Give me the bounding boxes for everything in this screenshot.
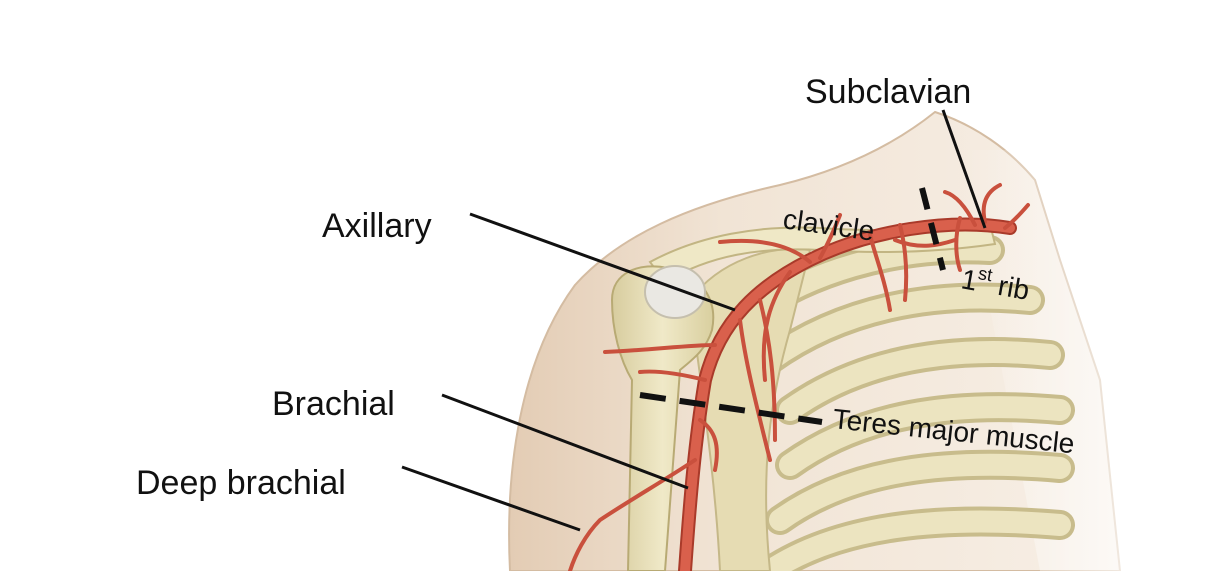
clavicle-bone — [648, 222, 997, 284]
first-rib-superscript: st — [977, 263, 994, 285]
leader-lines — [401, 109, 987, 532]
subclavian-label: Subclavian — [805, 73, 971, 111]
arteries — [568, 183, 1030, 571]
brachial-label: Brachial — [272, 385, 395, 423]
deep-brachial-label: Deep brachial — [136, 464, 346, 502]
first-rib-label: 1st rib — [959, 260, 1032, 305]
boundary-markers — [639, 187, 946, 425]
anatomy-illustration — [508, 110, 1206, 571]
axillary-label: Axillary — [322, 207, 432, 245]
first-rib-word: rib — [988, 269, 1032, 306]
subclavian-leader — [941, 109, 987, 229]
first-rib-boundary — [919, 187, 946, 271]
brachial-leader — [441, 393, 689, 490]
first-rib-number: 1 — [959, 263, 980, 296]
deep-brachial-leader — [401, 465, 581, 532]
axillary-leader — [469, 212, 736, 312]
humeral-head — [644, 265, 706, 319]
teres-major-boundary — [639, 392, 823, 425]
